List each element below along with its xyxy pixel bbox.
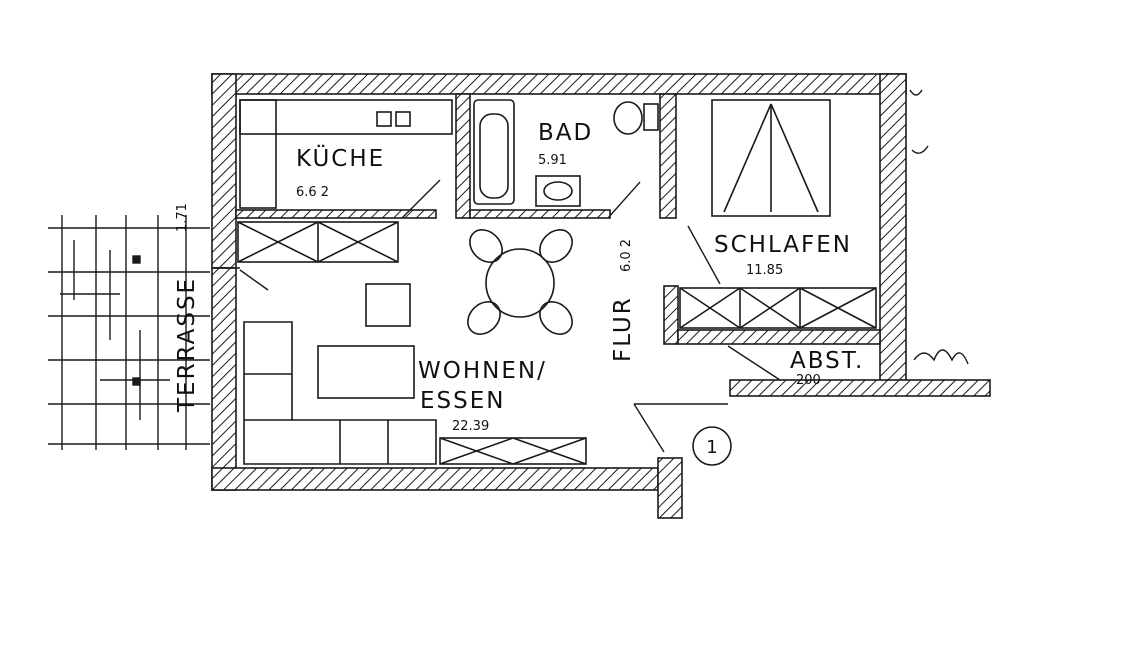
planting (909, 89, 969, 365)
sideboard (439, 437, 587, 465)
walls (211, 73, 991, 519)
entrance-marker: 1 (692, 426, 732, 466)
terrace-label: TERRASSE (174, 277, 200, 413)
terrace-paving (48, 215, 210, 450)
wardrobe-living (237, 221, 399, 263)
storage-label: ABST. (790, 348, 864, 374)
door-swings (212, 179, 781, 453)
hall-area: 6.0 2 (619, 239, 634, 272)
terrace-area: 1.71 (175, 203, 190, 232)
double-bed (711, 99, 831, 217)
kitchen-area: 6.6 2 (296, 185, 329, 200)
entrance-number: 1 (706, 437, 717, 458)
bath-area: 5.91 (538, 153, 567, 168)
bedroom-label: SCHLAFEN (714, 232, 852, 258)
dining-table (467, 229, 573, 335)
sofa (243, 283, 437, 465)
living-label-line1: WOHNEN/ (418, 358, 547, 384)
living-area: 22.39 (452, 419, 489, 434)
hall-label: FLUR (610, 296, 636, 362)
toilet (613, 101, 659, 135)
bathtub (473, 99, 515, 205)
bedroom-area: 11.85 (746, 263, 783, 278)
living-label-line2: ESSEN (420, 388, 505, 414)
kitchen-counter (239, 99, 453, 209)
washbasin (535, 175, 581, 207)
bath-label: BAD (538, 120, 593, 146)
storage-area: 200 (796, 373, 821, 388)
wardrobe-bedroom (679, 287, 877, 329)
kitchen-label: KÜCHE (296, 144, 385, 172)
